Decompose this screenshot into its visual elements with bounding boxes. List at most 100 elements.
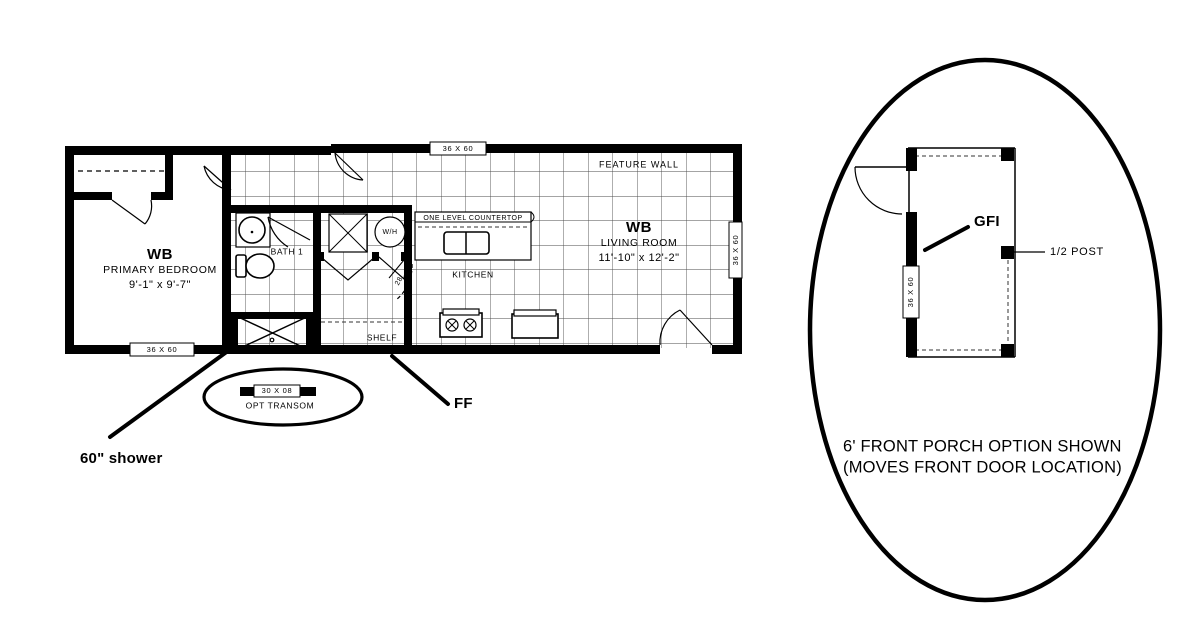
sink-drain-icon: [250, 230, 254, 234]
porch-wall-lower: [906, 308, 917, 357]
closet-wall-left: [74, 192, 112, 200]
porch-option-detail: 36 X 60 GFI 1/2 POST 6' FRONT PORCH OPTI…: [807, 57, 1163, 603]
base-cabinet-icon: [511, 313, 559, 339]
bedroom-dimensions-label: 9'-1" x 9'-7": [129, 279, 191, 291]
window-living-right: 36 X 60: [728, 221, 743, 279]
porch-wall-mid: [906, 212, 917, 266]
bedroom-door-swing-arc: [203, 165, 232, 191]
bifold-door-right: [378, 256, 408, 281]
porch-wall-upper: [906, 148, 917, 171]
bifold-jamb-mid: [372, 252, 379, 261]
bifold-jamb-right: [401, 252, 410, 261]
living-wb-label: WB: [626, 219, 652, 236]
living-door-panel: [388, 259, 405, 279]
wall-bath-right: [313, 205, 321, 353]
hall-door-arc: [334, 152, 364, 181]
utility-room: W/H SHELF: [315, 213, 410, 342]
porch-post-bottom: [1001, 344, 1014, 357]
bedroom-entry-door: [203, 155, 232, 191]
wall-top-left: [65, 146, 331, 155]
wall-bedroom-right: [222, 155, 231, 354]
bifold-door-left: [321, 256, 376, 281]
wall-utility-right: [404, 205, 412, 353]
closet-wall-side: [165, 155, 173, 200]
window-bedroom-label: 36 X 60: [147, 345, 178, 354]
opt-transom-detail: 30 X 08 OPT TRANSOM: [202, 367, 364, 427]
porch-window-box: [902, 265, 920, 319]
kitchen-room-label: KITCHEN: [452, 269, 494, 279]
bedroom-wb-label: WB: [147, 246, 173, 263]
shelf-label: SHELF: [367, 332, 397, 342]
living-dimensions-label: 11'-10" x 12'-2": [599, 252, 680, 264]
wall-return-detail: [317, 269, 321, 287]
callout-annotations: 60" shower FF 30 X 08 OPT TRANSOM: [80, 346, 473, 467]
burner-1-x2: [447, 320, 457, 330]
bedroom-closet: [74, 155, 173, 225]
ff-callout-leader: [390, 354, 450, 406]
half-post-label: 1/2 POST: [1050, 246, 1104, 258]
shower-callout-label: 60" shower: [80, 450, 162, 467]
closet-door-swing-arc: [144, 199, 153, 225]
wall-bottom-d: [342, 345, 660, 354]
wall-bottom-c: [231, 345, 342, 354]
bath-door-arc: [267, 216, 289, 248]
wall-bottom-b: [196, 345, 231, 354]
ff-callout-label: FF: [454, 395, 473, 412]
living-name-label: LIVING ROOM: [601, 237, 678, 249]
shower-callout-leader: [108, 346, 234, 439]
porch-post-top: [1001, 148, 1014, 161]
window-bedroom-label-box: [129, 342, 195, 357]
porch-door-swing-arc: [854, 166, 903, 215]
hall-door-top: [334, 152, 364, 181]
wall-top-right: [381, 144, 742, 153]
main-floor-plan: 36 X 60 WB PRIMARY BEDROOM 9'-1" x 9'-7"…: [65, 141, 743, 357]
transom-detail-oval: [202, 367, 364, 427]
transom-window-box: [253, 384, 301, 398]
wall-bottom-e: [712, 345, 742, 354]
shower-x-line-2: [233, 314, 312, 352]
porch-structure: 36 X 60 GFI 1/2 POST: [854, 147, 1104, 358]
window-bedroom-bottom: 36 X 60: [128, 342, 196, 357]
shower-left-wall: [231, 312, 238, 354]
bedroom-door-panel: [203, 165, 232, 191]
shower-60: [231, 312, 313, 354]
closet-door-panel: [111, 199, 146, 225]
range-backsplash: [442, 308, 480, 316]
bath-room-label: BATH 1: [271, 246, 304, 256]
bathroom: BATH 1: [231, 212, 313, 354]
porch-half-post: [1001, 246, 1014, 259]
bedroom-floor: [74, 155, 222, 345]
gfi-leader: [923, 225, 970, 252]
front-door: [659, 309, 713, 346]
living-door-arc: [395, 263, 413, 301]
countertop-label: ONE LEVEL COUNTERTOP: [423, 215, 522, 222]
water-heater-icon: [374, 216, 406, 248]
front-door-panel: [679, 309, 713, 346]
hall-to-living-door: 28: [388, 259, 413, 301]
transom-window-size: 30 X 08: [262, 386, 293, 395]
porch-option-oval: [807, 57, 1163, 603]
bedroom-name-label: PRIMARY BEDROOM: [103, 264, 217, 276]
transom-label: OPT TRANSOM: [246, 400, 315, 410]
closet-wall-right: [151, 192, 173, 200]
shower-right-wall: [306, 312, 313, 354]
shower-drain-icon: [269, 337, 275, 343]
countertop-edge: [415, 211, 535, 223]
burner-2-x2: [465, 320, 475, 330]
cabinet-top-detail: [513, 309, 557, 317]
toilet-bowl-icon: [245, 253, 275, 279]
interior-walls: [222, 155, 412, 354]
wall-top-mid: [331, 144, 381, 153]
wall-utility-top: [321, 205, 412, 213]
washer-x-2: [328, 213, 368, 253]
wall-bath-top: [231, 205, 321, 213]
gfi-label: GFI: [974, 213, 1000, 230]
bedroom-door-jamb: [222, 155, 231, 167]
feature-wall-label: FEATURE WALL: [599, 159, 679, 169]
front-door-arc: [659, 309, 681, 346]
porch-caption-line-2: (MOVES FRONT DOOR LOCATION): [843, 458, 1122, 476]
window-top-label-box: [429, 141, 487, 156]
kitchen: ONE LEVEL COUNTERTOP KITCHEN: [414, 211, 559, 339]
